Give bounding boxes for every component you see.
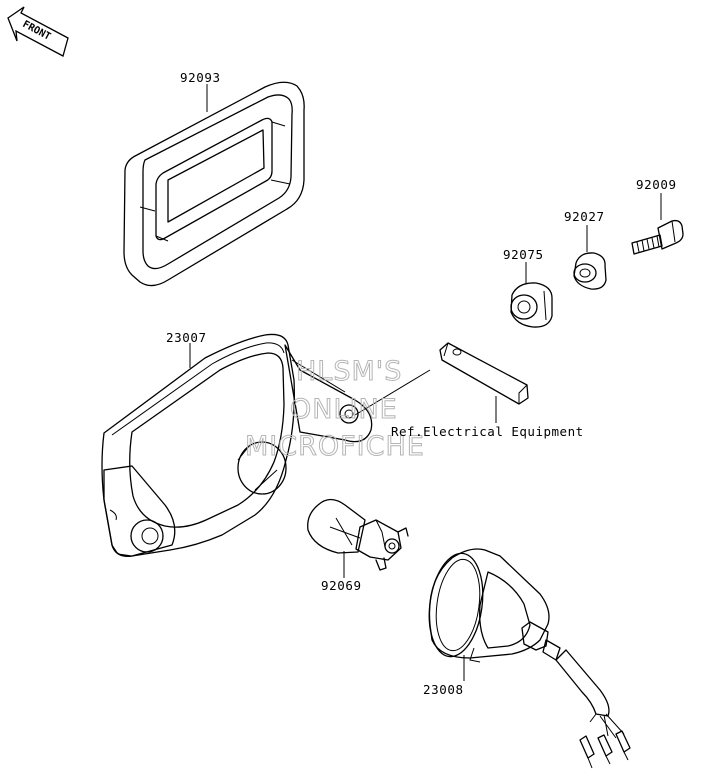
part-labels: 92093 23007 92009 92027 92075 92069 2300… xyxy=(166,70,677,697)
watermark-line-3: MICROFICHE xyxy=(245,431,425,462)
lamp-unit-drawing xyxy=(428,548,631,769)
front-arrow-icon: FRONT xyxy=(7,6,69,57)
watermark-line-1: HLSM'S xyxy=(296,356,402,387)
part-label-92093: 92093 xyxy=(180,70,221,85)
part-label-92075: 92075 xyxy=(503,247,544,262)
part-label-92069: 92069 xyxy=(321,578,362,593)
part-label-92027: 92027 xyxy=(564,209,605,224)
grommet-drawing xyxy=(510,282,553,328)
bolt-drawing xyxy=(631,219,684,255)
grille-frame-drawing xyxy=(123,81,305,287)
part-label-23008: 23008 xyxy=(423,682,464,697)
collar-drawing xyxy=(573,252,607,290)
watermark-line-2: ONLINE xyxy=(290,394,398,425)
part-label-92009: 92009 xyxy=(636,177,677,192)
part-label-23007: 23007 xyxy=(166,330,207,345)
leader-lines xyxy=(189,84,662,681)
clamp-drawing xyxy=(439,342,529,405)
watermark: HLSM'S ONLINE MICROFICHE xyxy=(245,356,425,463)
bulb-drawing xyxy=(307,498,409,571)
reference-note: Ref.Electrical Equipment xyxy=(391,424,584,439)
headlight-housing-drawing xyxy=(101,333,373,557)
